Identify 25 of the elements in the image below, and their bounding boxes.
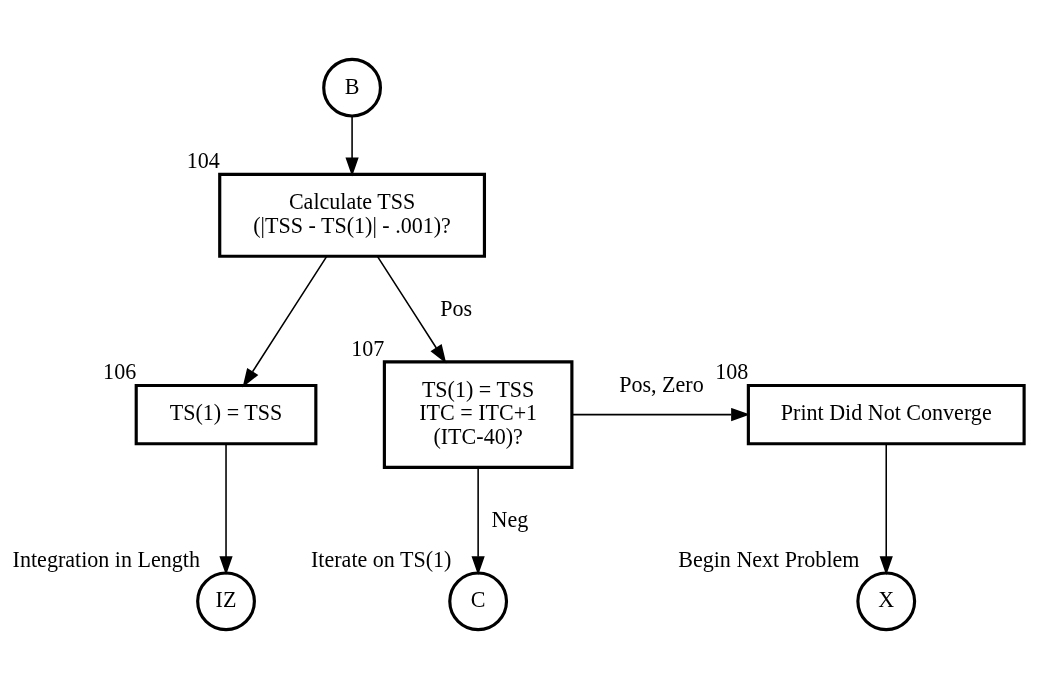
arrow (242, 255, 328, 387)
node-circle: C (448, 570, 509, 631)
edge-label: Neg (491, 506, 529, 532)
arrow (345, 114, 359, 176)
arrow (219, 442, 233, 575)
node-circle: X (856, 570, 917, 631)
edge-label: Pos, Zero (619, 371, 704, 397)
node-box: TS(1) = TSS (134, 383, 318, 445)
arrow (879, 442, 893, 575)
node-box: TS(1) = TSS ITC = ITC+1 (ITC-40)? (382, 359, 574, 469)
node-box: Calculate TSS (|TSS - TS(1)| - .001)? (218, 172, 486, 258)
arrow (471, 466, 485, 575)
node-circle: IZ (196, 570, 256, 631)
arrow (571, 407, 751, 421)
node-label: Begin Next Problem (678, 546, 860, 572)
node-label: 108 (715, 358, 749, 384)
node-label: Integration in Length (12, 546, 200, 572)
node-label: 107 (351, 335, 385, 361)
arrow (376, 255, 447, 363)
edge-label: Pos (440, 295, 473, 321)
node-label: Iterate on TS(1) (311, 546, 452, 572)
node-label: 104 (186, 147, 220, 173)
node-circle: B (322, 57, 383, 118)
node-box: Print Did Not Converge (746, 383, 1026, 445)
node-label: 106 (103, 358, 137, 384)
